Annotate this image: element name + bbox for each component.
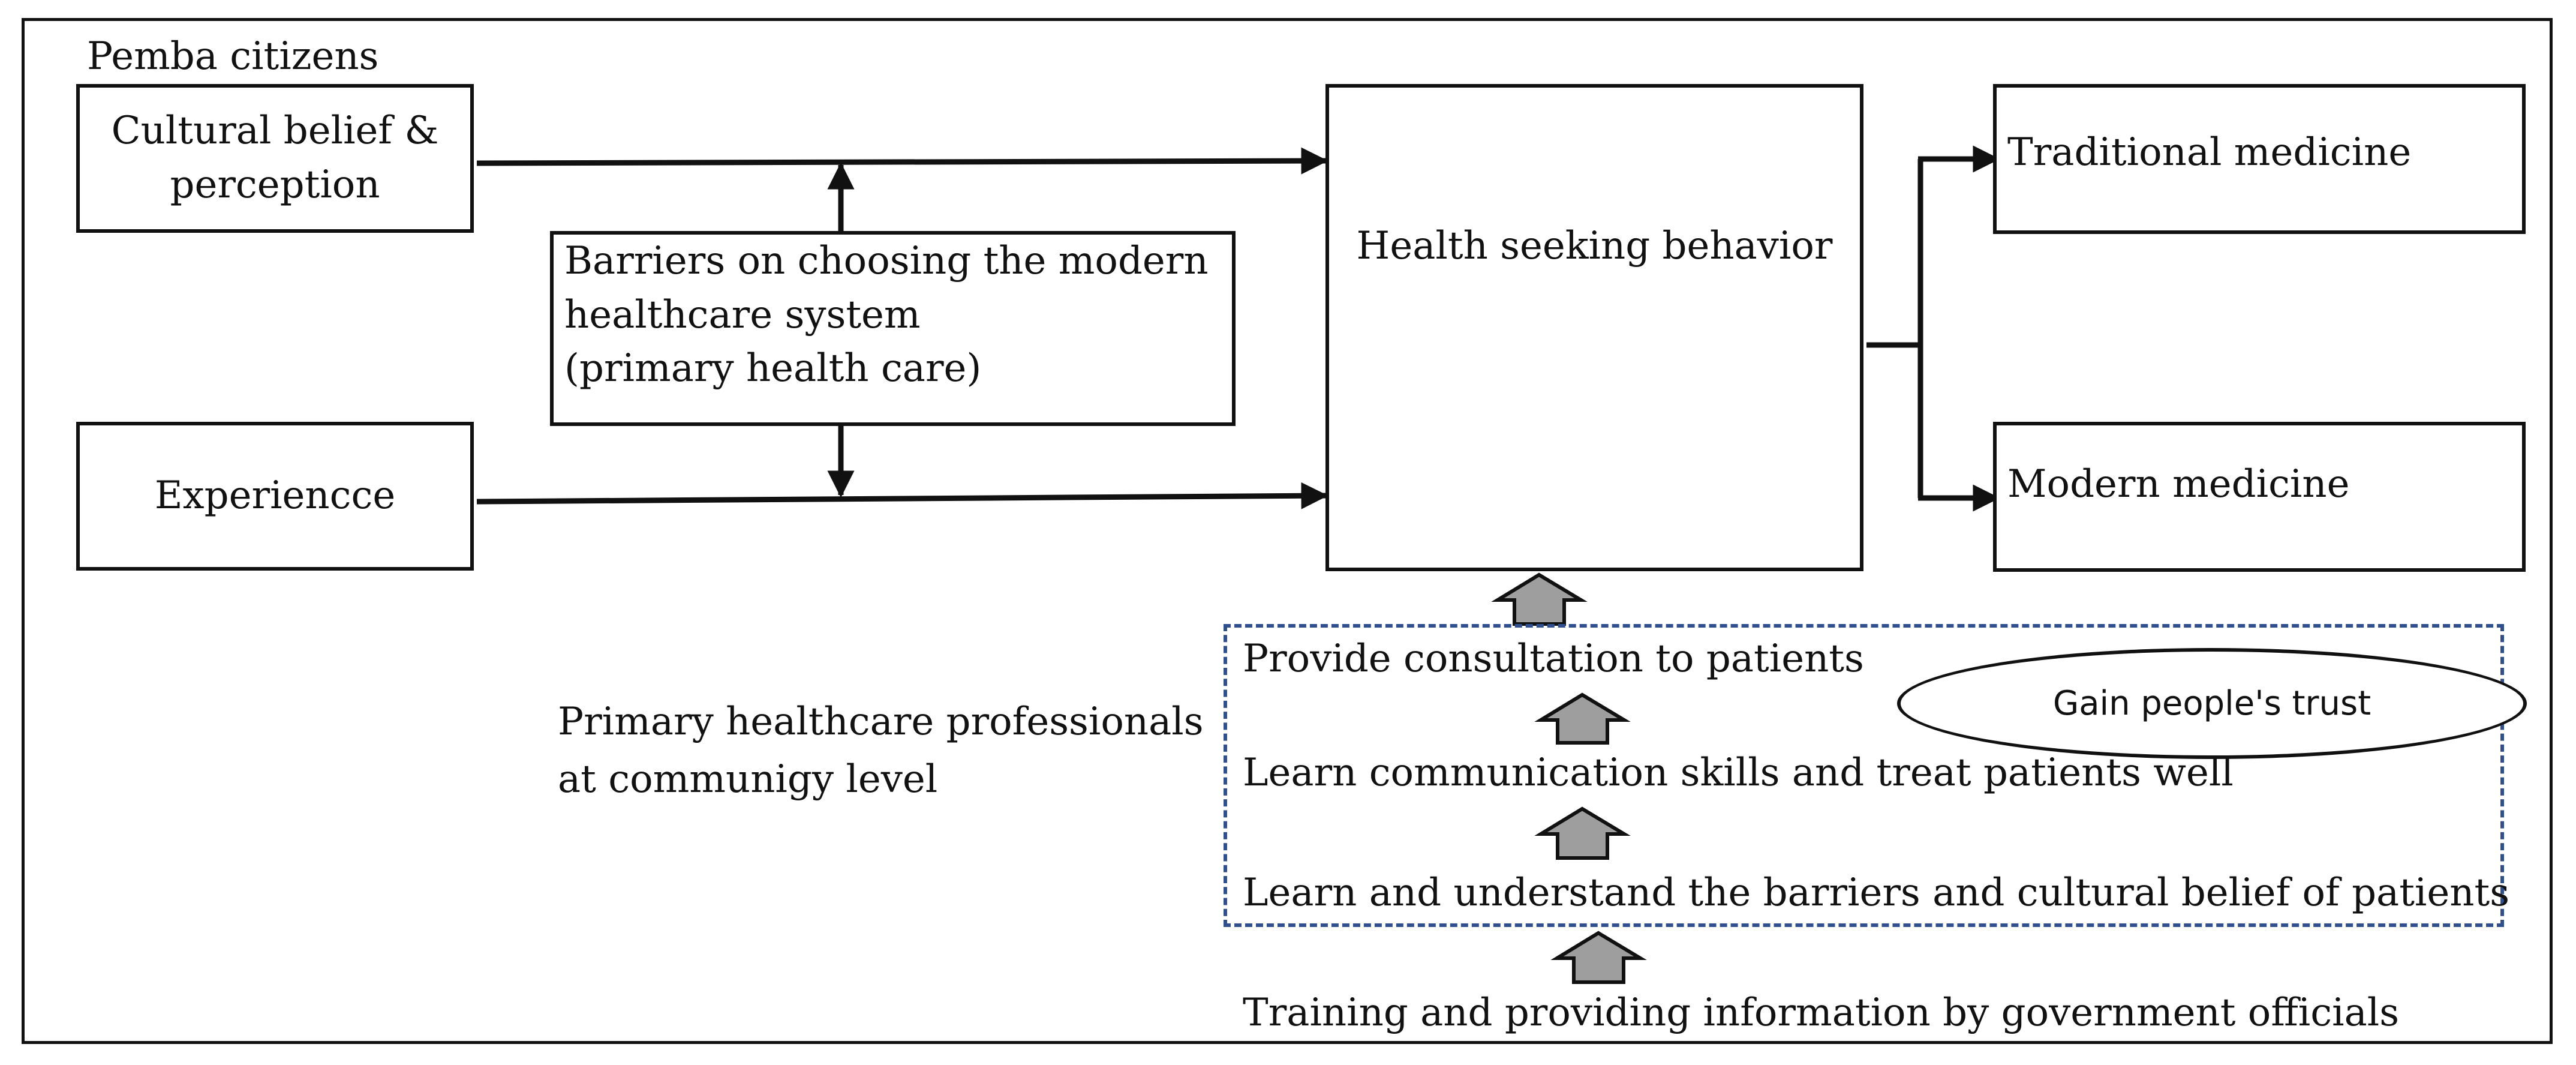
arrow-experience-to-behavior [476, 482, 1328, 509]
barriers-line-2: healthcare system [564, 292, 921, 337]
barriers-line-1: Barriers on choosing the modern [564, 239, 1209, 283]
experience-box: Experiencce [76, 422, 474, 571]
block-arrow-to-understand [1550, 931, 1647, 984]
gain-trust-label: Gain people's trust [2052, 684, 2371, 723]
professionals-line-1: Primary healthcare professionals [558, 700, 1204, 744]
arrow-cultural-to-behavior [476, 147, 1328, 175]
professionals-line-2: at communigy level [558, 757, 938, 802]
professional-actions-group [1224, 624, 2504, 927]
gain-trust-oval: Gain people's trust [1897, 648, 2527, 759]
diagram-frame [22, 18, 2553, 1044]
step-training: Training and providing information by go… [1243, 991, 2400, 1035]
step-communication: Learn communication skills and treat pat… [1243, 751, 2234, 795]
block-arrow-to-consultation [1534, 692, 1631, 745]
cultural-belief-box: Cultural belief & perception [76, 84, 474, 233]
step-understand: Learn and understand the barriers and cu… [1243, 871, 2510, 915]
block-arrow-to-communication [1534, 806, 1631, 860]
modern-medicine-box: Modern medicine [1993, 422, 2526, 572]
population-label: Pemba citizens [87, 34, 379, 79]
traditional-medicine-label: Traditional medicine [2007, 130, 2412, 175]
health-seeking-box: Health seeking behavior [1325, 84, 1863, 571]
step-consultation: Provide consultation to patients [1243, 637, 1864, 681]
experience-label: Experiencce [154, 473, 396, 518]
modern-medicine-label: Modern medicine [2007, 462, 2350, 507]
barriers-box: Barriers on choosing the modern healthca… [550, 231, 1236, 426]
cultural-belief-label: Cultural belief & perception [111, 109, 439, 207]
barriers-line-3: (primary health care) [564, 346, 982, 391]
traditional-medicine-box: Traditional medicine [1993, 84, 2526, 234]
professionals-label: Primary healthcare professionals at comm… [558, 693, 1204, 808]
block-arrow-to-behavior [1491, 572, 1588, 626]
health-seeking-label: Health seeking behavior [1356, 224, 1833, 269]
